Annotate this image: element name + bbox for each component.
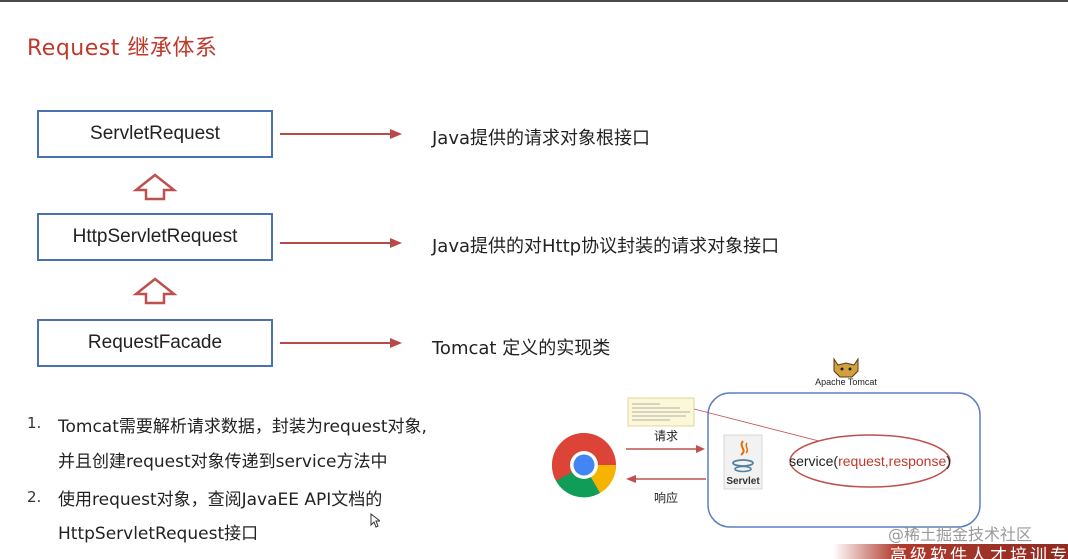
page-title: Request 继承体系 bbox=[27, 36, 218, 61]
servlet-request-box: ServletRequest bbox=[37, 110, 273, 158]
watermark-text: @稀土掘金技术社区 bbox=[888, 525, 1033, 544]
service-suffix: ) bbox=[946, 453, 951, 469]
note-line: HttpServletRequest接口 bbox=[58, 524, 259, 544]
class-name: ServletRequest bbox=[90, 123, 220, 144]
inheritance-arrow-icon bbox=[132, 277, 178, 305]
service-args: request,response bbox=[838, 453, 946, 469]
request-label: 请求 bbox=[654, 429, 678, 443]
tomcat-logo-icon bbox=[833, 357, 859, 378]
note-line: 并且创建request对象传递到service方法中 bbox=[58, 452, 388, 472]
pointer-arrow-icon bbox=[280, 129, 402, 139]
class-name: HttpServletRequest bbox=[72, 226, 238, 247]
response-label: 响应 bbox=[654, 490, 678, 505]
service-prefix: service( bbox=[789, 453, 838, 469]
top-border-line bbox=[0, 0, 1068, 2]
note-line: 使用request对象，查阅JavaEE API文档的 bbox=[58, 490, 383, 510]
description-text: Java提供的请求对象根接口 bbox=[432, 128, 651, 149]
brand-text: 高级软件人才培训专 bbox=[890, 546, 1068, 559]
description-text: Java提供的对Http协议封装的请求对象接口 bbox=[432, 236, 780, 257]
service-method-ellipse bbox=[789, 434, 951, 488]
pointer-arrow-icon bbox=[280, 238, 402, 248]
note-line: Tomcat需要解析请求数据，封装为request对象, bbox=[58, 417, 427, 437]
note-number: 1. bbox=[27, 414, 42, 432]
pointer-arrow-icon bbox=[280, 338, 402, 348]
server-label: Apache Tomcat bbox=[815, 377, 877, 387]
http-servlet-request-box: HttpServletRequest bbox=[37, 213, 273, 261]
note-number: 2. bbox=[27, 488, 42, 506]
mouse-cursor-icon bbox=[370, 513, 380, 528]
service-method-label: service(request,response) bbox=[789, 453, 951, 469]
description-text: Tomcat 定义的实现类 bbox=[432, 338, 611, 359]
class-name: RequestFacade bbox=[87, 332, 223, 353]
servlet-label: Servlet bbox=[726, 476, 760, 487]
inheritance-arrow-icon bbox=[132, 173, 178, 201]
brand-strip bbox=[0, 544, 1068, 559]
java-servlet-icon: Servlet bbox=[723, 434, 763, 490]
http-request-packet-icon bbox=[627, 397, 695, 427]
chrome-browser-icon bbox=[551, 433, 617, 498]
tomcat-request-diagram: Apache Tomcat 请求 响应 Servlet service(re bbox=[551, 357, 981, 528]
request-facade-box: RequestFacade bbox=[37, 319, 273, 367]
